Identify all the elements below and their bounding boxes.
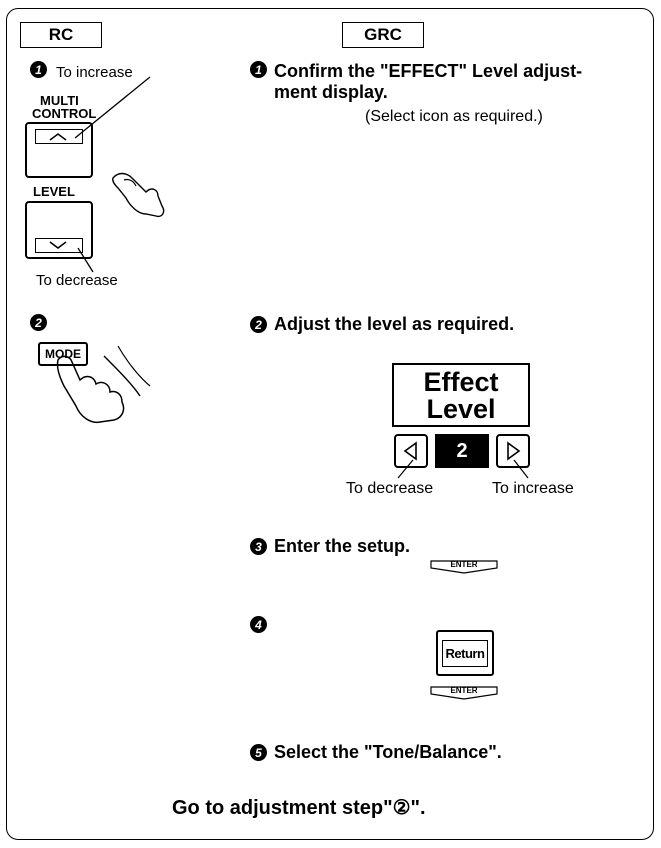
down-arrow-box xyxy=(35,238,83,253)
page-frame xyxy=(6,8,654,840)
decrease-button[interactable] xyxy=(394,434,428,468)
grc-step-1-note: (Select icon as required.) xyxy=(365,108,543,125)
enter-label-2: ENTER xyxy=(450,686,478,695)
enter-label: ENTER xyxy=(450,560,478,569)
triangle-right-icon xyxy=(507,441,521,461)
return-label: Return xyxy=(441,639,489,667)
grc-step-5-number: 5 xyxy=(250,744,267,761)
enter-button-2[interactable]: ENTER xyxy=(430,686,498,700)
triangle-left-icon xyxy=(403,441,417,461)
level-value: 2 xyxy=(435,434,489,468)
return-button[interactable]: Return xyxy=(436,630,494,676)
grc-step-3-text: Enter the setup. xyxy=(274,536,411,556)
grc-step-2-number: 2 xyxy=(250,316,267,333)
effect-level-display: Effect Level xyxy=(392,363,530,427)
grc-step-1-number: 1 xyxy=(250,61,267,78)
increase-button[interactable] xyxy=(496,434,530,468)
grc-header: GRC xyxy=(342,22,424,48)
grc-step-5-text: Select the "Tone/Balance". xyxy=(274,742,502,762)
rc-header: RC xyxy=(20,22,102,48)
rc-step-1-number: 1 xyxy=(30,61,47,78)
grc-to-increase-label: To increase xyxy=(492,480,574,497)
level-label: LEVEL xyxy=(33,184,75,199)
multi-label: MULTI xyxy=(40,93,79,108)
enter-key-shape xyxy=(430,560,498,574)
grc-step-2-text: Adjust the level as required. xyxy=(274,314,515,334)
grc-step-1-line2: ment display. xyxy=(274,82,388,102)
grc-step-1-line1: Confirm the "EFFECT" Level adjust- xyxy=(274,61,583,81)
grc-to-decrease-label: To decrease xyxy=(346,480,434,497)
display-line2: Level xyxy=(426,394,496,424)
enter-button[interactable]: ENTER xyxy=(430,560,498,574)
footer-instruction: Go to adjustment step"②". xyxy=(172,797,426,819)
mode-button[interactable]: MODE xyxy=(38,342,88,366)
enter-key-shape-2 xyxy=(430,686,498,700)
rc-to-decrease-label: To decrease xyxy=(36,272,118,289)
mode-label: MODE xyxy=(45,347,81,361)
grc-step-3-number: 3 xyxy=(250,538,267,555)
chevron-up-icon xyxy=(49,133,67,141)
grc-step-4-number: 4 xyxy=(250,616,267,633)
display-line1: Effect xyxy=(423,367,499,397)
rc-step-2-number: 2 xyxy=(30,314,47,331)
chevron-down-icon xyxy=(49,241,67,249)
